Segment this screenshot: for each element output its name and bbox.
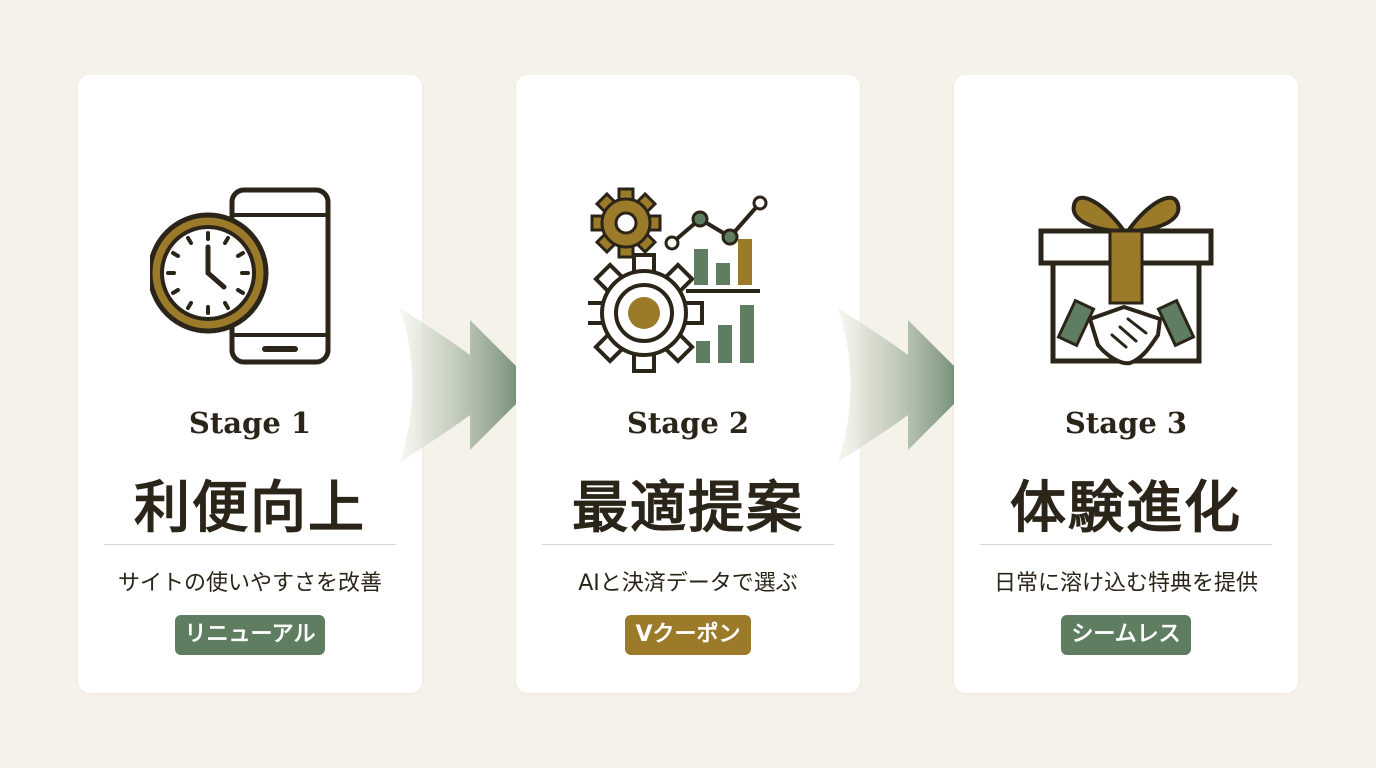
stage-card-3: Stage 3 体験進化 日常に溶け込む特典を提供 シームレス	[954, 75, 1298, 693]
stage-label: Stage 1	[188, 406, 312, 440]
stage-label: Stage 2	[626, 406, 750, 440]
stage-title: 体験進化	[1010, 475, 1242, 541]
divider	[542, 544, 834, 545]
stage-label: Stage 3	[1064, 406, 1188, 440]
stage-subtitle: AIと決済データで選ぶ	[578, 571, 798, 596]
divider	[104, 544, 396, 545]
stage-subtitle: サイトの使いやすさを改善	[117, 571, 382, 596]
stage-title: 利便向上	[134, 475, 366, 541]
gears-chart-icon	[516, 185, 860, 385]
gift-handshake-icon	[954, 185, 1298, 385]
stage-card-1: Stage 1 利便向上 サイトの使いやすさを改善 リニューアル	[78, 75, 422, 693]
stage-subtitle: 日常に溶け込む特典を提供	[993, 571, 1258, 596]
arrow-right-icon	[838, 308, 973, 462]
arrow-right-icon	[400, 308, 535, 462]
stage-badge: Vクーポン	[625, 615, 751, 655]
stage-badge: リニューアル	[174, 615, 326, 655]
divider	[980, 544, 1272, 545]
stage-badge: シームレス	[1061, 615, 1191, 655]
clock-smartphone-icon	[78, 185, 422, 385]
stage-title: 最適提案	[572, 475, 804, 541]
stage-card-2: Stage 2 最適提案 AIと決済データで選ぶ Vクーポン	[516, 75, 860, 693]
